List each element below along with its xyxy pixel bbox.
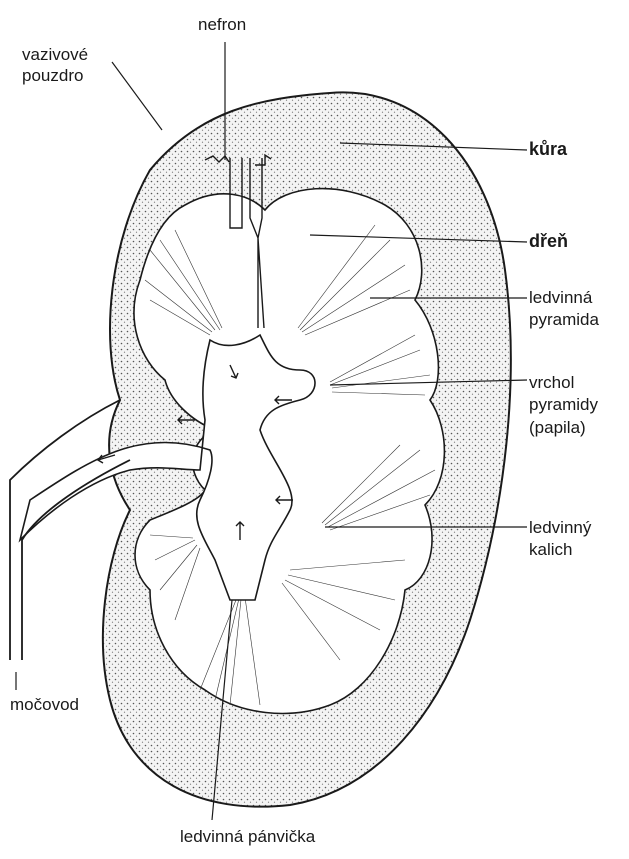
label-vrchol-pyramidy-line2: pyramidy [529,395,598,414]
label-vazivove-pouzdro-line1: vazivové [22,45,88,64]
label-vrchol-pyramidy-line1: vrchol [529,373,574,392]
leader-vazivove [112,62,162,130]
label-mocovod: močovod [10,695,79,714]
label-kura: kůra [529,139,568,159]
label-nefron: nefron [198,15,246,34]
label-ledvinny-kalich-line1: ledvinný [529,518,592,537]
label-ledvinna-pyramida-line2: pyramida [529,310,599,329]
label-ledvinny-kalich-line2: kalich [529,540,572,559]
label-dren: dřeň [529,231,568,251]
label-ledvinna-panvicka: ledvinná pánvička [180,827,316,846]
label-vrchol-pyramidy-line3: (papila) [529,418,586,437]
label-vazivove-pouzdro-line2: pouzdro [22,66,83,85]
label-ledvinna-pyramida-line1: ledvinná [529,288,593,307]
